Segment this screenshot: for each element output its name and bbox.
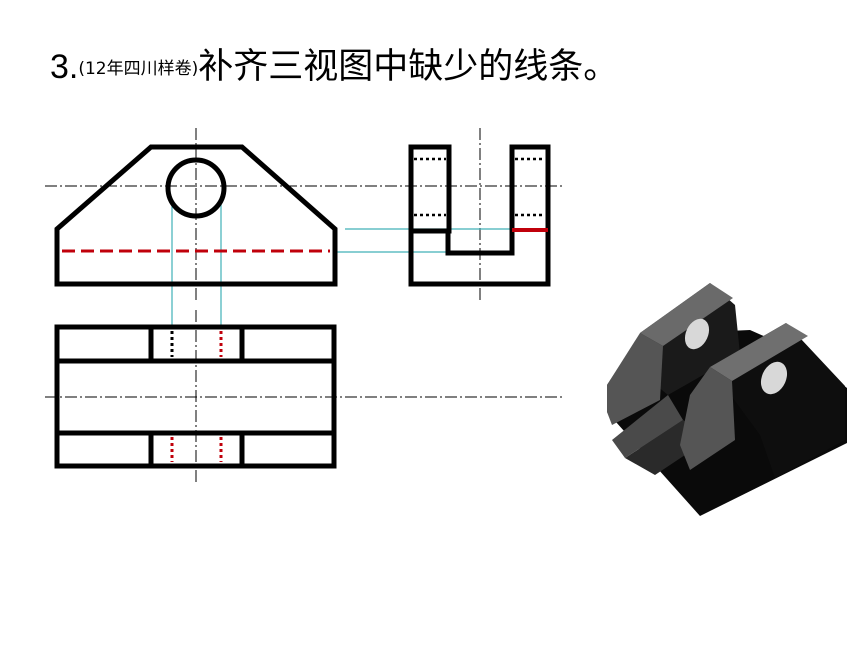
side-view-hidden-lines xyxy=(414,157,545,217)
top-view xyxy=(54,324,337,469)
solid-rear-hole xyxy=(684,318,710,350)
center-lines xyxy=(45,128,565,482)
top-view-outline xyxy=(54,324,337,469)
front-view-outline xyxy=(54,144,338,287)
front-view-hole xyxy=(165,157,227,219)
projection-lines xyxy=(171,200,510,327)
solid-front-upright-side xyxy=(680,367,735,470)
isometric-solid xyxy=(607,283,847,516)
question-number: 3. xyxy=(50,48,79,86)
side-view-outline xyxy=(408,144,551,287)
solid-rear-upright-top xyxy=(640,283,733,346)
question-instruction: 补齐三视图中缺少的线条。 xyxy=(198,47,619,87)
top-view-hidden-lines xyxy=(170,331,223,462)
question-title: 3.(12年四川样卷)补齐三视图中缺少的线条。 xyxy=(50,38,618,89)
question-source: (12年四川样卷) xyxy=(78,59,199,79)
solid-slot-wall xyxy=(612,395,683,458)
side-view xyxy=(408,144,551,287)
solid-front-upright-top xyxy=(710,323,808,381)
front-view xyxy=(54,144,338,287)
solid-front-hole xyxy=(760,361,788,395)
solid-rear-upright-side xyxy=(607,333,663,425)
